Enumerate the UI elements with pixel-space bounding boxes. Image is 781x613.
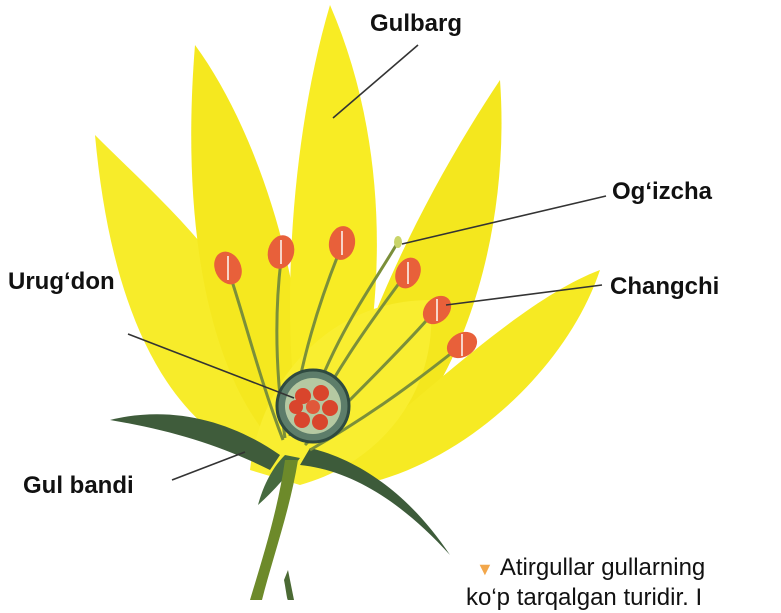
caption: ▼Atirgullar gullarning ko‘p tarqalgan tu… (476, 553, 705, 613)
caption-line-1: ▼ Atirgullar gullarning (476, 553, 705, 583)
label-stigma: Og‘izcha (612, 180, 712, 204)
label-ovary: Urug‘don (8, 270, 115, 294)
leader-line-pedicel (172, 452, 245, 480)
stem-lower (284, 570, 294, 600)
label-anther: Changchi (610, 275, 719, 299)
triangle-down-icon: ▼ (476, 559, 494, 579)
ovary (277, 370, 349, 442)
label-pedicel: Gul bandi (23, 474, 134, 498)
stigma (394, 236, 402, 248)
caption-line-2: ko‘p tarqalgan turidir. I (466, 583, 705, 613)
flower-diagram (0, 0, 781, 600)
caption-text-1: Atirgullar gullarning (500, 554, 705, 581)
label-petal: Gulbarg (370, 12, 462, 36)
